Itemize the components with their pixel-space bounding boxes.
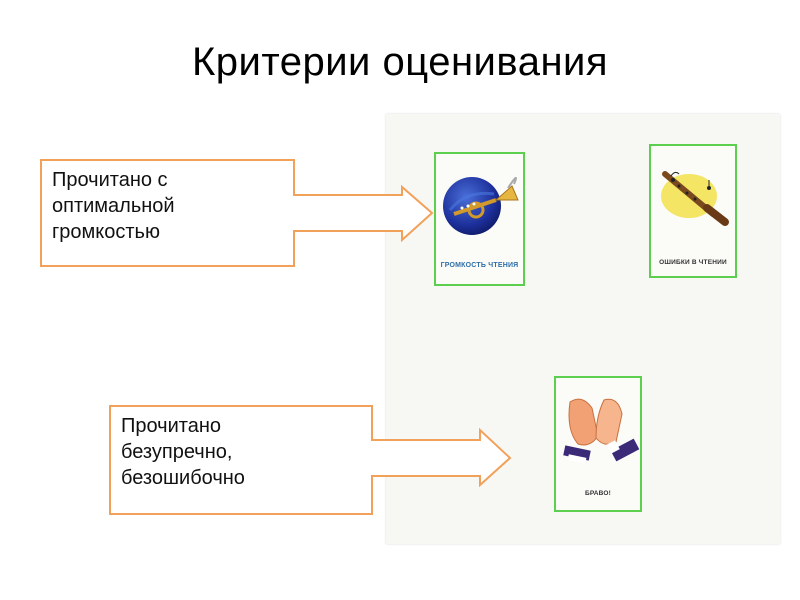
callout-volume: Прочитано с оптимальной громкостью: [40, 159, 295, 267]
arrow-right-icon: [371, 427, 512, 488]
trumpet-icon: [443, 177, 519, 235]
card-volume-label: ГРОМКОСТЬ ЧТЕНИЯ: [440, 262, 519, 269]
arrow-right-icon: [293, 184, 434, 243]
callout-volume-line-3: громкостью: [52, 221, 160, 243]
card-errors-label: ОШИБКИ В ЧТЕНИИ: [659, 259, 727, 266]
page-title: Критерии оценивания: [191, 40, 609, 84]
card-bravo-label: БРАВО!: [584, 490, 612, 497]
callout-bravo-line-3: безошибочно: [121, 467, 245, 489]
callout-volume-line-2: оптимальной: [52, 195, 175, 217]
card-bravo: БРАВО!: [554, 376, 642, 512]
callout-bravo-line-2: безупречно,: [121, 441, 233, 463]
card-volume: ГРОМКОСТЬ ЧТЕНИЯ: [434, 152, 525, 286]
callout-volume-line-1: Прочитано с: [52, 169, 168, 191]
card-errors: ОШИБКИ В ЧТЕНИИ: [649, 144, 737, 278]
callout-bravo: Прочитано безупречно, безошибочно: [109, 405, 373, 515]
callout-bravo-line-1: Прочитано: [121, 415, 221, 437]
clapping-hands-icon: [563, 398, 640, 464]
flute-icon: [661, 171, 729, 226]
